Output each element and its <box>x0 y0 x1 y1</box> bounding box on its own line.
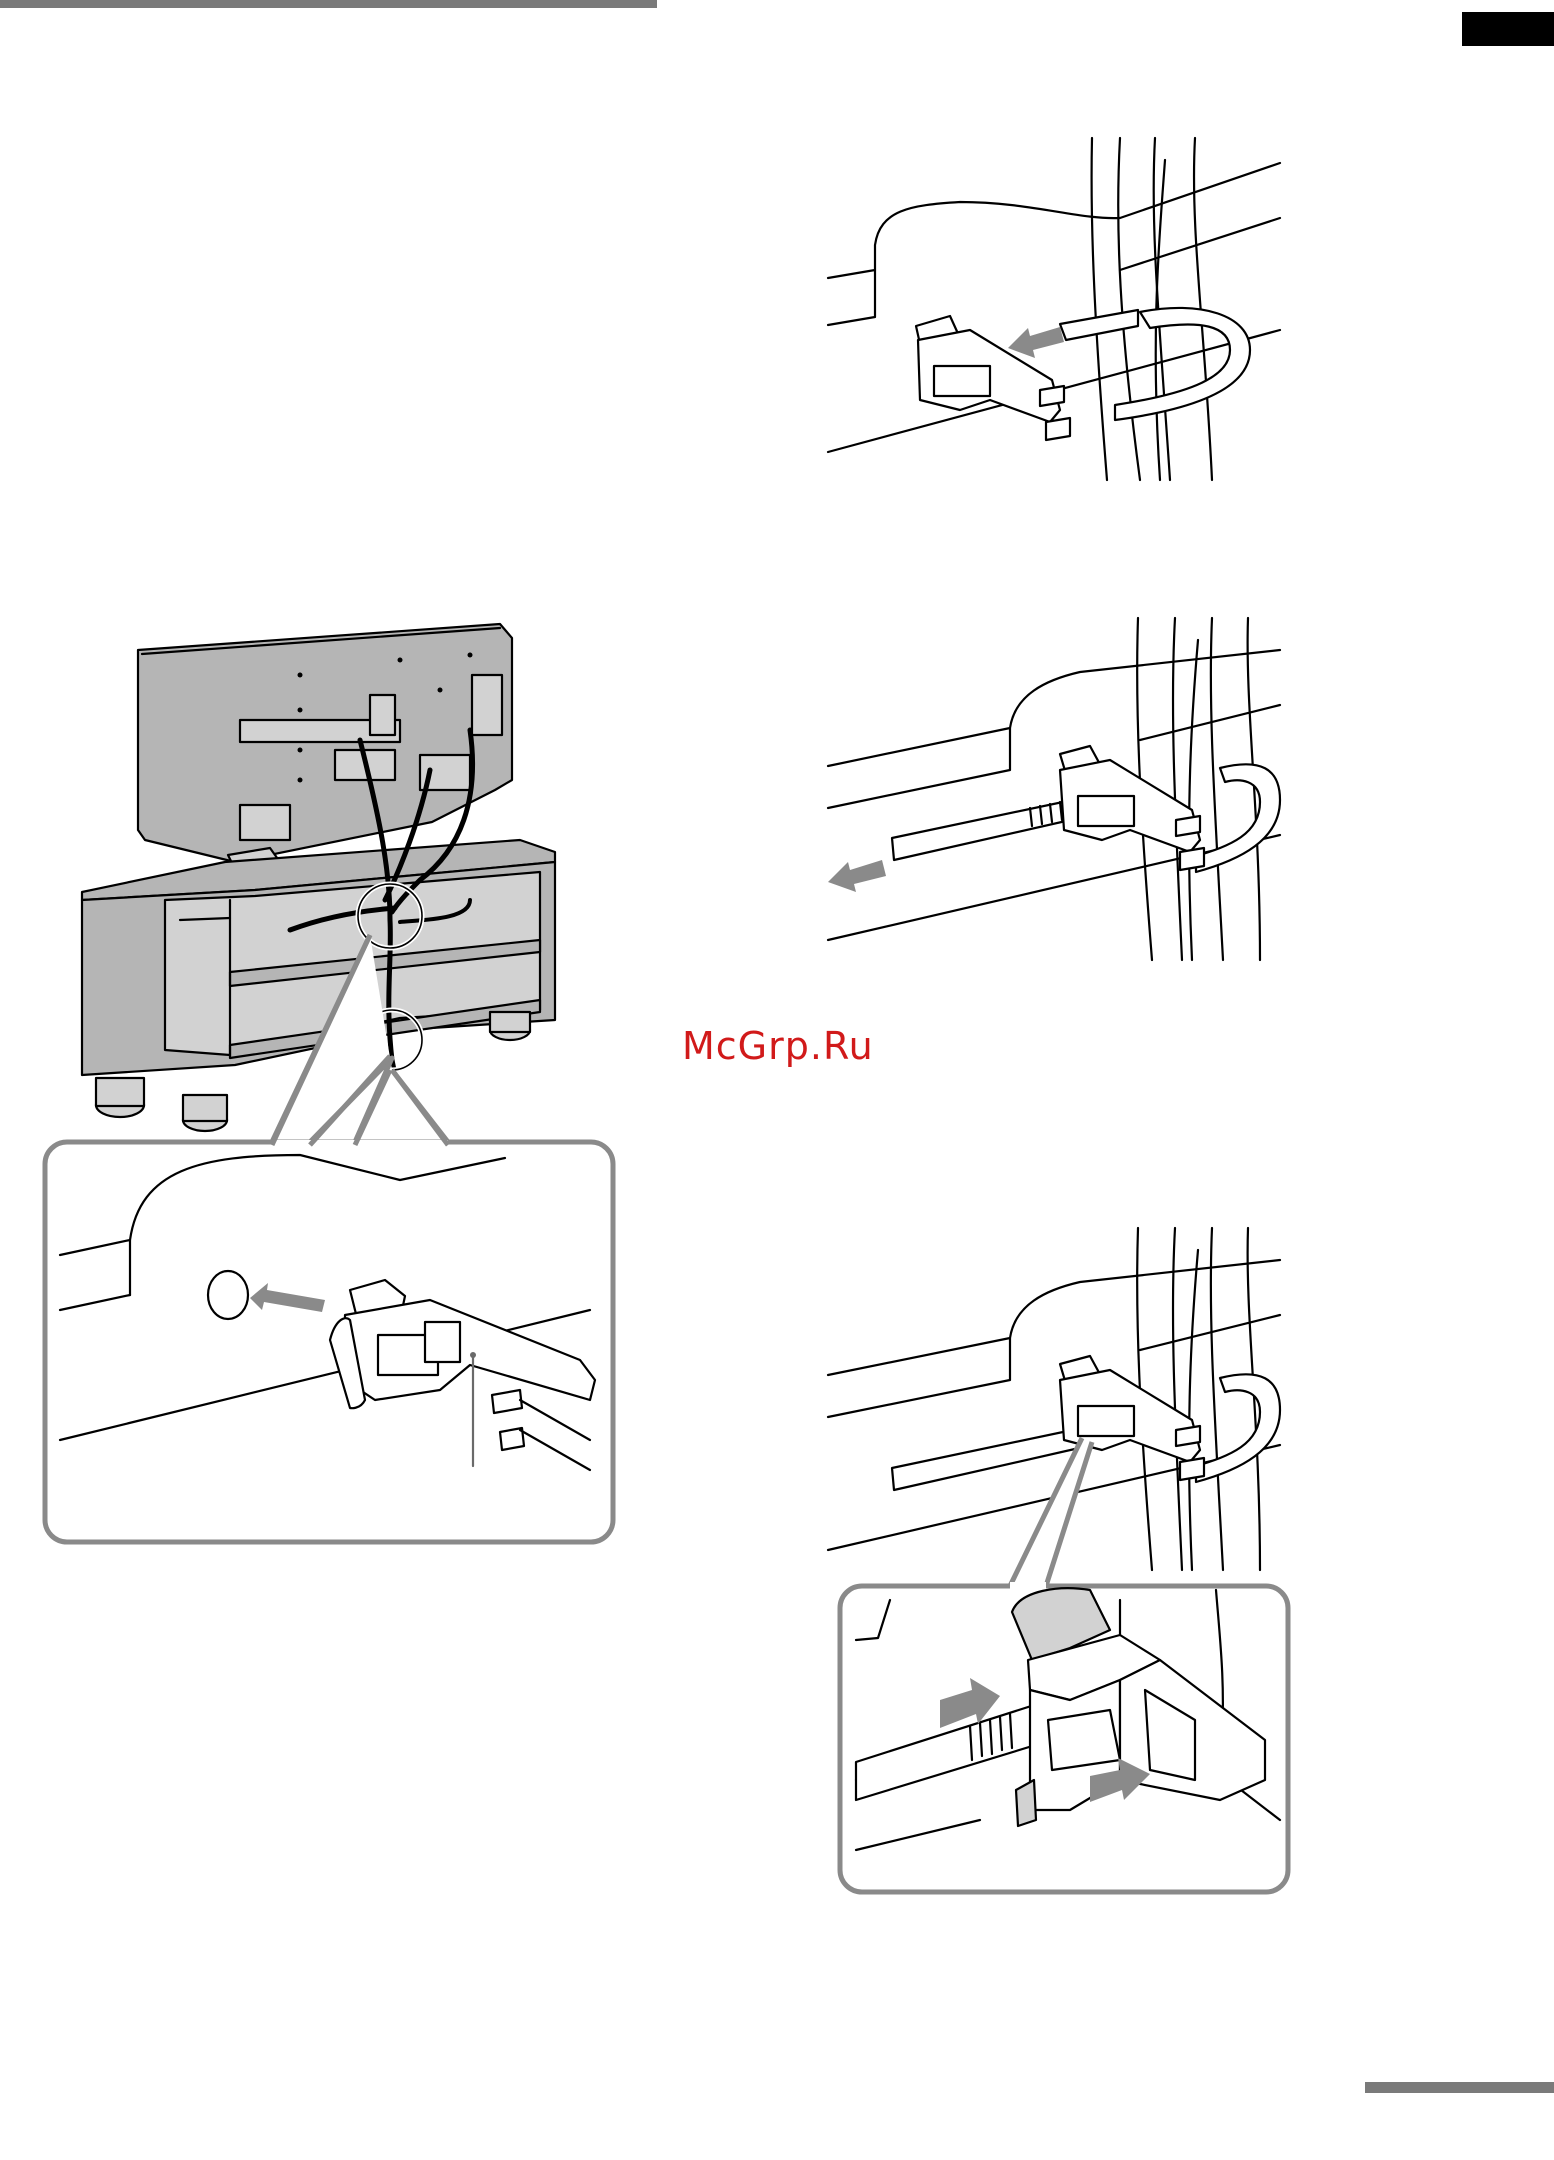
figure-wrap-band <box>820 130 1340 490</box>
language-tab <box>1462 12 1554 46</box>
figure-release-clamp <box>820 1220 1340 1900</box>
footer-rule <box>1365 2082 1554 2093</box>
header-rule <box>0 0 657 8</box>
watermark: McGrp.Ru <box>682 1024 874 1068</box>
figure-tv-on-stand <box>0 600 640 2160</box>
figure-pull-band <box>820 610 1340 970</box>
